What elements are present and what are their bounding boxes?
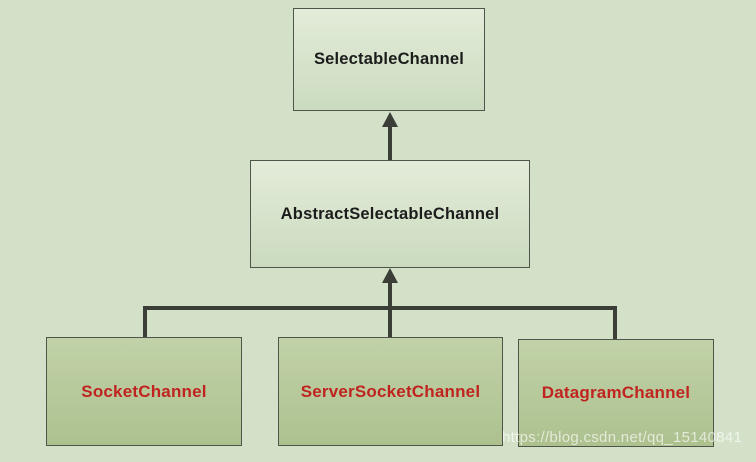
node-abstract-selectable-channel: AbstractSelectableChannel xyxy=(250,160,530,268)
node-label: ServerSocketChannel xyxy=(300,381,481,401)
edge-line-abstract-to-selectable xyxy=(388,124,392,160)
watermark-text: https://blog.csdn.net/qq_15140841 xyxy=(502,429,743,446)
node-label: SocketChannel xyxy=(81,381,207,401)
node-datagram-channel: DatagramChannel xyxy=(518,339,714,447)
edge-line-children-horizontal xyxy=(143,306,617,310)
node-label: DatagramChannel xyxy=(541,383,691,402)
node-selectable-channel: SelectableChannel xyxy=(293,8,485,111)
arrowhead-up-icon xyxy=(382,112,398,127)
arrowhead-up-icon xyxy=(382,268,398,283)
node-label: SelectableChannel xyxy=(313,50,465,68)
edge-line-socket-drop xyxy=(143,306,147,337)
edge-line-datagram-drop xyxy=(613,306,617,339)
node-server-socket-channel: ServerSocketChannel xyxy=(278,337,503,446)
node-socket-channel: SocketChannel xyxy=(46,337,242,446)
node-label: AbstractSelectableChannel xyxy=(280,204,500,223)
